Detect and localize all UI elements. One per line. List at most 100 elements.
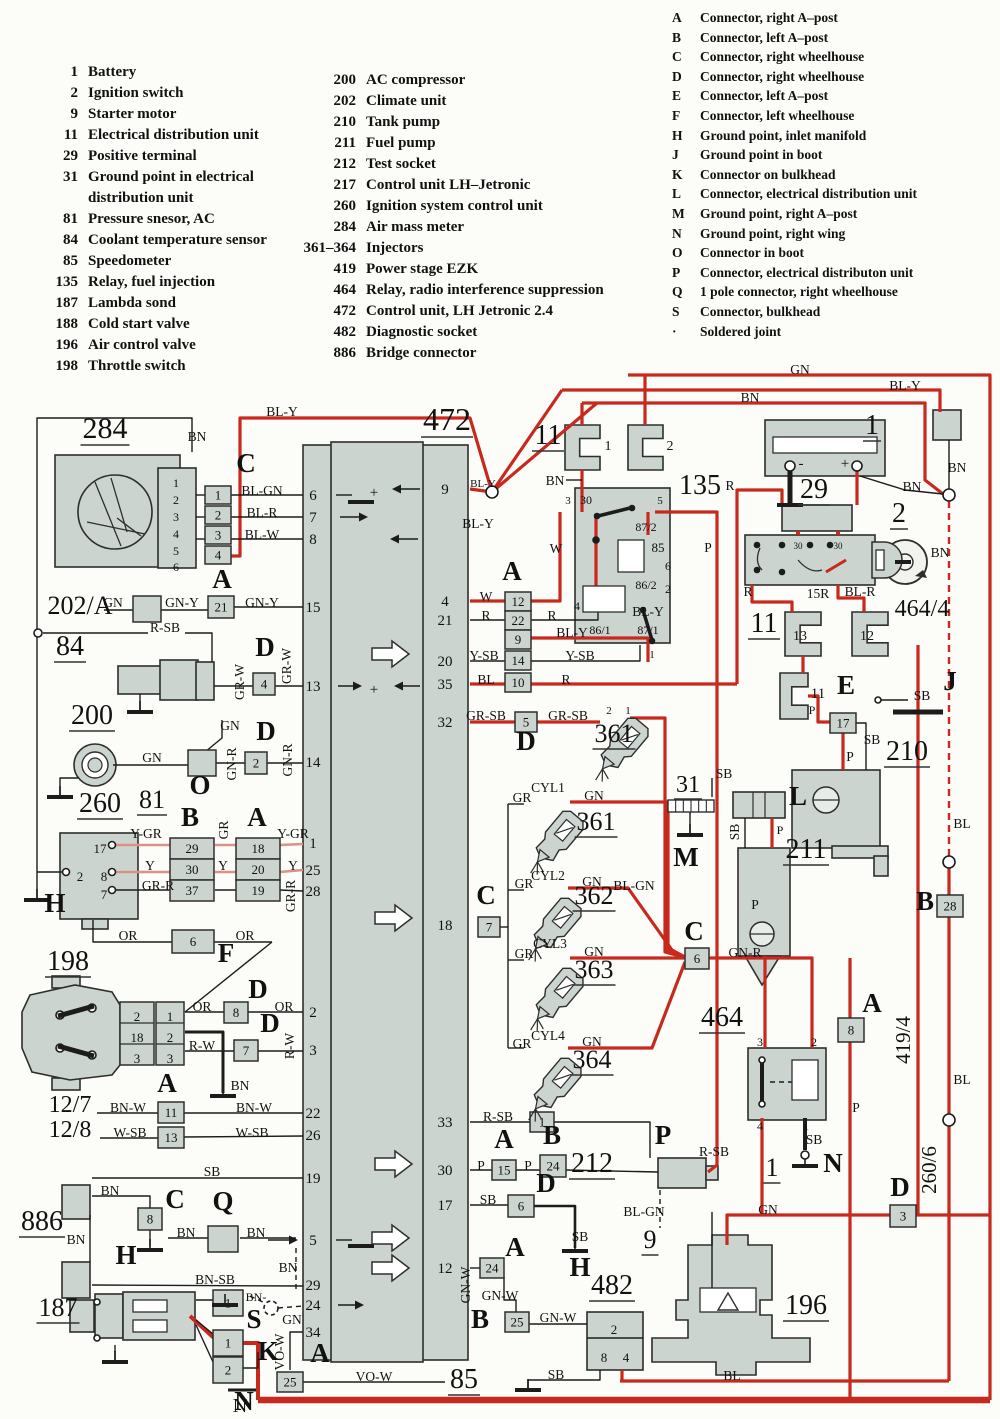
connector-A13: [157, 1126, 185, 1149]
lambda-187-cyl: [69, 1299, 95, 1333]
injector-part: [536, 1018, 544, 1030]
wire-label-R-SB: R-SB: [150, 620, 180, 635]
legend-text: Soldered joint: [700, 323, 782, 339]
component-id-361: 361: [577, 807, 616, 836]
wire-label-2: 2: [611, 1322, 618, 1337]
signal-arrow-head: [359, 512, 368, 522]
legend-text: Ignition switch: [88, 85, 184, 101]
wire-label-1: 1: [625, 705, 631, 717]
wire-label-15R: 15R: [807, 586, 830, 601]
wire-label-BN-: BN-: [246, 1290, 267, 1304]
legend-number: 472: [333, 303, 357, 319]
legend-text: Fuel pump: [366, 135, 436, 151]
legend-number: 29: [63, 148, 78, 164]
connector-D1-label: 1: [539, 1115, 546, 1130]
wire-label-GN: GN: [282, 1312, 302, 1327]
wire-label-12: 12: [860, 629, 874, 644]
flow-arrow-icon: [371, 1253, 411, 1283]
wire-label-BL-W: BL-W: [245, 527, 280, 542]
signal-arrow-head: [353, 681, 362, 691]
connector-letter-D: D: [536, 1168, 556, 1198]
wire-label-BL: BL: [953, 1072, 970, 1087]
wire-label-BN: BN: [101, 1183, 120, 1198]
wire-label-BL: BL: [723, 1368, 740, 1383]
ecu-260-tab: [81, 918, 109, 930]
injector-part: [534, 1108, 537, 1122]
node-circle: [874, 696, 882, 704]
connector-D7-label: 7: [243, 1043, 250, 1058]
connector-letter-A: A: [157, 1068, 177, 1098]
wire-black: [91, 1284, 304, 1287]
connector-letter-M: M: [673, 842, 698, 872]
connector-letter-D: D: [516, 726, 536, 756]
flow-arrow-icon: [371, 639, 411, 669]
wire-label-BN: BN: [948, 460, 967, 475]
component-id-2: 2: [892, 498, 906, 529]
wire-label-GN-R: GN-R: [280, 744, 295, 777]
component-id-200: 200: [71, 700, 113, 731]
wire-black: [859, 475, 944, 495]
wire-label-2: 2: [811, 1035, 817, 1049]
wire-label-BN: BN: [931, 545, 950, 560]
wire-red: [490, 401, 599, 494]
lambda-187-body: [122, 1291, 196, 1341]
wire-label-BL-R: BL-R: [845, 584, 876, 599]
component-id-472: 472: [423, 401, 471, 437]
wire-label-BN: BN: [741, 390, 760, 405]
legend-text: Diagnostic socket: [366, 324, 478, 340]
wire-black: [554, 1121, 651, 1158]
legend-number: O: [672, 245, 683, 261]
legend-text: Connector, bulkhead: [700, 303, 821, 319]
wire-label-W-SB: W-SB: [235, 1125, 268, 1140]
connector-letter-H: H: [569, 1252, 590, 1282]
connector-letter-O: O: [189, 770, 210, 800]
wire-label-SB: SB: [548, 1367, 565, 1382]
component-id-29: 29: [800, 474, 828, 505]
connector-D6-label: 6: [518, 1199, 525, 1214]
wire-label-2: 2: [167, 1030, 174, 1045]
legend-number: 84: [63, 232, 78, 248]
socket-482-body: [586, 1311, 644, 1371]
component-id-81: 81: [139, 785, 165, 814]
wire-label--: -: [799, 456, 804, 472]
legend-number: M: [672, 205, 685, 221]
legend-number: 1: [70, 64, 79, 80]
legend-number: 198: [55, 358, 79, 374]
legend-number: ·: [672, 323, 677, 339]
legend-text: Connector, right wheelhouse: [700, 49, 865, 65]
legend-text: Pressure snesor, AC: [88, 211, 215, 227]
legend-text: Connector, left A–post: [700, 29, 829, 45]
legend-number: 212: [333, 156, 357, 172]
legend-text: Test socket: [366, 156, 436, 172]
component-id-364: 364: [573, 1045, 612, 1074]
wire-black: [183, 1135, 304, 1138]
connector-B25-label: 25: [511, 1315, 524, 1330]
cu-pin-34: 34: [306, 1325, 322, 1341]
wire-label-P: P: [777, 823, 784, 837]
wire-label-GN: GN: [220, 718, 240, 733]
legend-text: Connector, electrical distribution unit: [700, 186, 917, 202]
connector-A25-label: 25: [284, 1375, 297, 1390]
injector-part: [536, 1018, 539, 1032]
wire-black: [92, 1195, 151, 1208]
injector-part: [536, 1005, 551, 1020]
connector-letter-C: C: [476, 880, 496, 910]
legend-text: Injectors: [366, 240, 424, 256]
wire-label-GN: GN: [582, 1034, 602, 1049]
wire-label-GR: GR: [515, 946, 534, 961]
legend-number: 187: [55, 295, 79, 311]
wire-label-BN: BN: [279, 1260, 298, 1275]
connector-E17-label: 17: [837, 716, 851, 731]
legend-number: 202: [333, 93, 357, 109]
wire-label-GR-R: GR-R: [142, 878, 174, 893]
connector-B25: [504, 1311, 530, 1333]
connector-A15-label: 15: [498, 1163, 511, 1178]
wire-label-17: 17: [94, 841, 108, 856]
node-circle: [851, 460, 863, 472]
wire-red: [243, 1341, 260, 1400]
connector-C8: [137, 1207, 163, 1231]
throttle-contact: [57, 1003, 95, 1019]
